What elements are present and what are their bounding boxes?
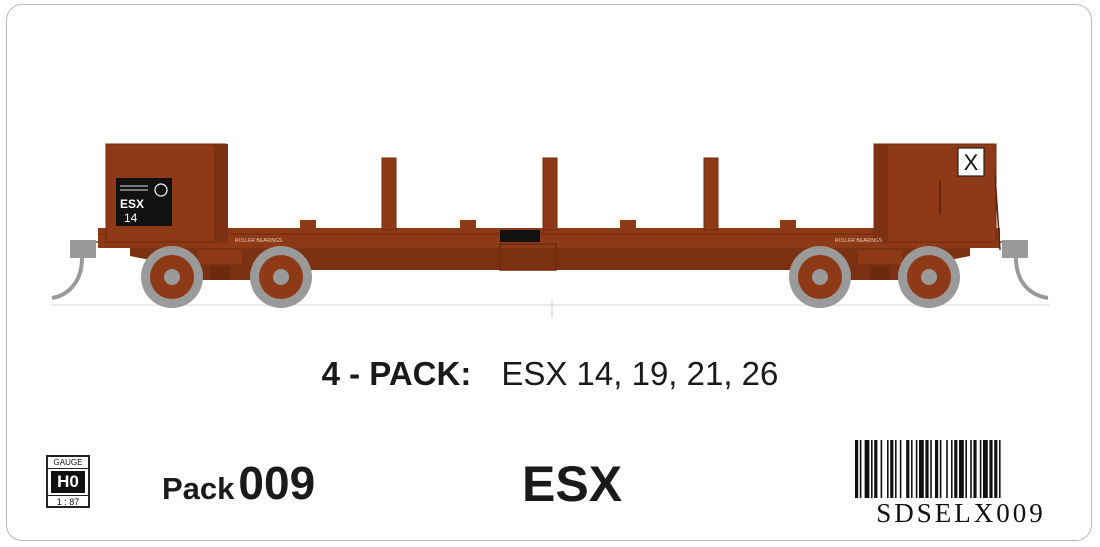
pack-contents-label: 4 - PACK: [321,355,472,392]
roller-bearings-label-left: ROLLER BEARINGS [235,238,283,244]
right-coupler [990,240,1049,300]
barcode-bar [859,440,862,498]
wagon-illustration: ESX 14 X ROLLER BEARINGS ROLLER BEARINGS [50,143,1050,318]
barcode-bar [994,440,998,498]
barcode-bar [925,440,929,498]
barcode-bar [999,440,1001,498]
pack-number: Pack009 [162,456,315,510]
pack-contents-line: 4 - PACK: ESX 14, 19, 21, 26 [0,355,1100,393]
barcode-bar [919,440,924,498]
pack-number-value: 009 [238,457,316,509]
x-symbol: X [964,150,979,175]
class-code: ESX [522,456,623,512]
left-bogie [141,246,312,308]
barcode-bar [930,440,932,498]
gauge-scale: 1 : 87 [48,495,88,508]
barcode-bar [979,440,982,498]
wagon-deck [98,228,1000,248]
barcode-bar [890,440,894,498]
pack-contents-numbers: ESX 14, 19, 21, 26 [501,355,779,392]
barcode-bar [935,440,939,498]
class-badge-icon [154,183,168,197]
stanchion [542,157,558,231]
wagon-underframe [130,248,970,270]
barcode-bar [989,440,993,498]
wagon-number-text: 14 [124,211,138,225]
roller-bearings-label-right: ROLLER BEARINGS [835,238,883,244]
gauge-label: GAUGE [48,457,88,469]
barcode-bar [915,440,918,498]
barcode-bar [983,440,988,498]
x-panel [957,147,985,177]
barcode-bar [855,440,859,498]
barcode-bar [939,440,942,498]
barcode-bar [887,440,889,498]
barcode-bar [864,440,870,498]
barcode-bar [954,440,958,498]
barcode-bar [951,440,953,498]
wagon-class-text: ESX [120,197,144,211]
stanchion [381,157,397,231]
barcode-bar [880,440,883,498]
pack-word: Pack [162,471,235,506]
barcode [855,440,1001,498]
barcode-bar [959,440,964,498]
stanchion [703,157,719,231]
barcode-bar [946,440,948,498]
center-plate [500,230,540,242]
gauge-name: H0 [51,471,85,493]
barcode-bar [973,440,977,498]
barcode-text: SDSELX009 [876,498,1046,528]
barcode-bar [911,440,913,498]
barcode-bar [906,440,910,498]
gauge-badge: GAUGE H0 1 : 87 [46,455,90,508]
left-coupler [51,240,108,300]
barcode-bar [970,440,972,498]
barcode-bar [874,440,878,498]
barcode-bar [895,440,897,498]
barcode-bar [899,440,902,498]
barcode-bar [965,440,967,498]
right-bogie [789,246,960,308]
barcode-bar [871,440,873,498]
